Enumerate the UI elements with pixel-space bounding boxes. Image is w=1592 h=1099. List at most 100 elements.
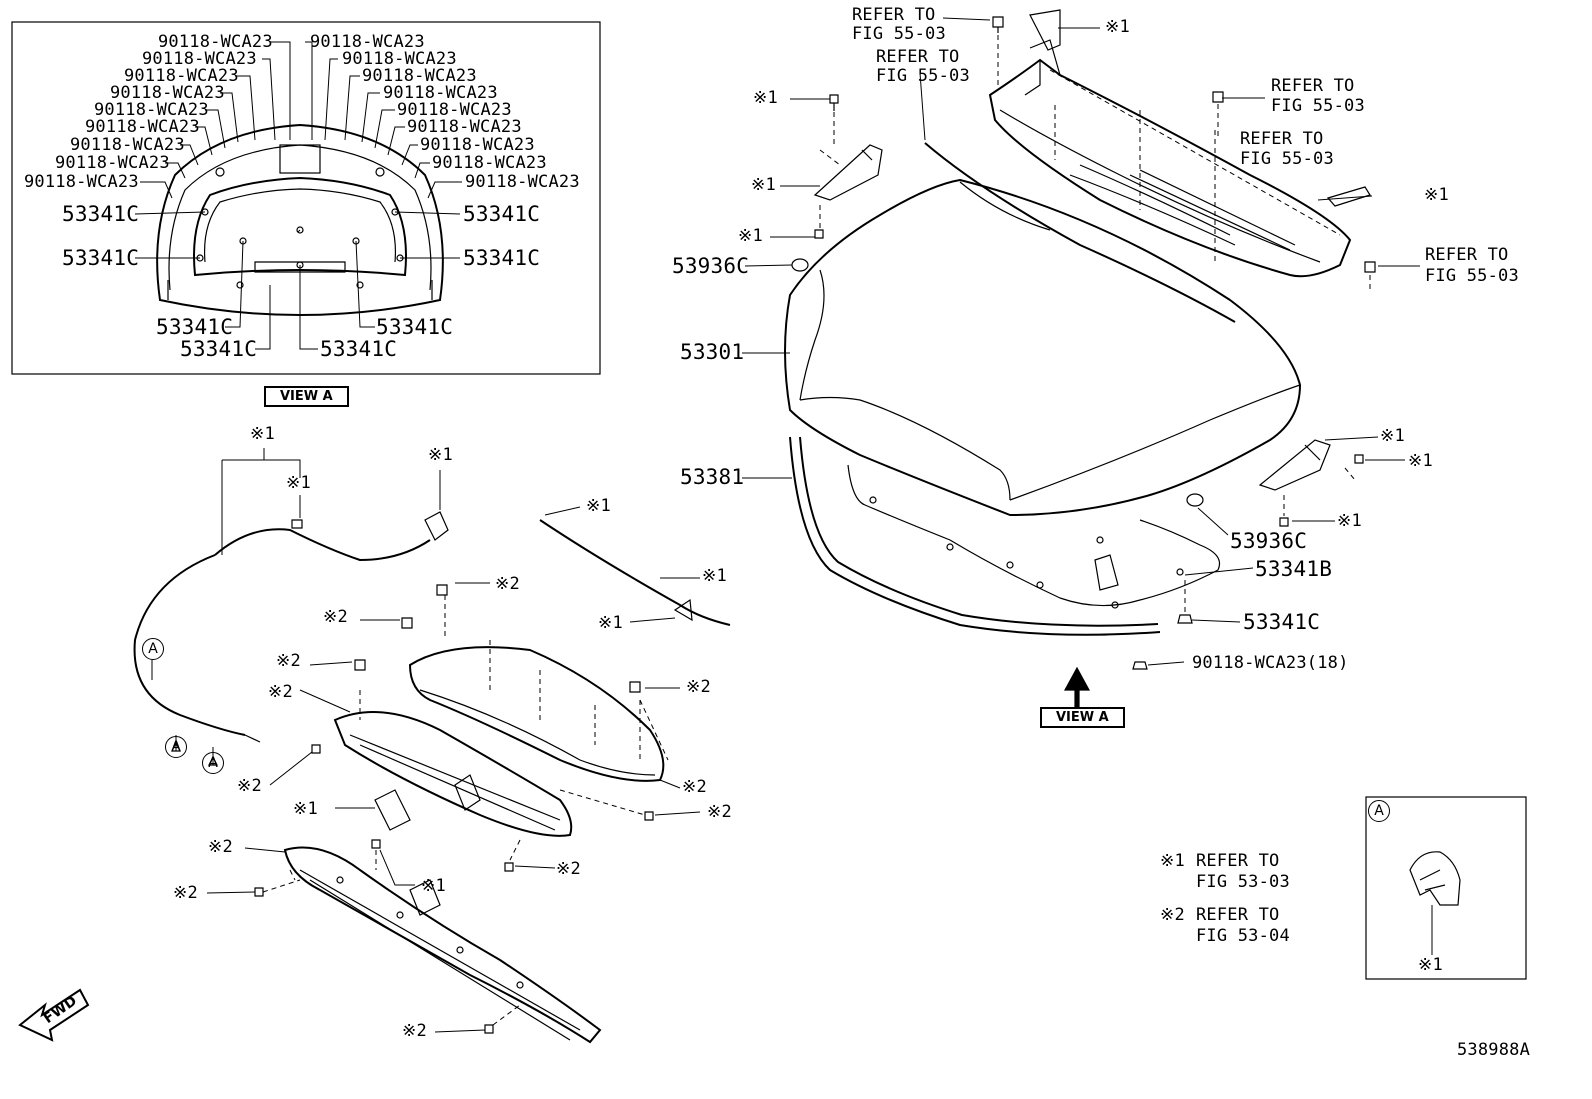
fwd-arrow-icon [18,988,90,1042]
hood-insulator-drawing [847,464,1221,609]
view-a-fastener-label: 90118-WCA23 [432,153,547,173]
refer-label: FIG 55-03 [876,66,970,86]
hood-seal-drawing [789,142,1236,636]
note-mark: ※1 [751,175,776,195]
view-a-leader-lines [134,41,462,350]
note-mark: ※1 [293,799,318,819]
hood-release-cable-drawing [133,448,449,766]
refer-label: REFER TO [852,5,936,25]
note-mark: ※1 [738,226,763,246]
note-mark: ※1 [1380,426,1405,446]
refer-label: REFER TO [1425,245,1509,265]
note-mark: ※1 [586,496,611,516]
figure-id: 538988A [1457,1040,1531,1060]
view-a-fastener-label: 90118-WCA23 [310,32,425,52]
view-a-cushion-label: 53341C [463,246,541,270]
view-a-cushion-label: 53341C [156,315,234,339]
legend-text: REFER TO [1196,905,1280,925]
refer-label: REFER TO [1271,76,1355,96]
note-mark: ※1 [1424,185,1449,205]
view-a-fastener-label: 90118-WCA23 [55,153,170,173]
note-mark: ※1 [421,876,446,896]
refer-label: FIG 55-03 [1271,96,1365,116]
detail-a-marker: A [142,638,164,660]
hood-leader-lines [742,264,1254,666]
refer-label: REFER TO [1240,129,1324,149]
detail-a-marker: A [165,736,187,758]
cowl-panel-drawing [988,9,1371,278]
hood-cushion-label: 53936C [1230,529,1308,553]
view-a-fastener-label: 90118-WCA23 [70,135,185,155]
hood-support-rod-drawing [539,506,731,626]
note-mark: ※2 [495,574,520,594]
view-a-cushion-label: 53341C [463,202,541,226]
cowl-fasteners [919,16,1420,290]
hood-cushion-label: 53936C [672,254,750,278]
view-a-cushion-label: 53341C [376,315,454,339]
view-a-callout: VIEW A [1040,707,1125,728]
hood-insulator-label: 53341B [1255,557,1333,581]
note-mark: ※2 [707,802,732,822]
note-mark: ※1 [753,88,778,108]
view-a-fastener-label: 90118-WCA23 [24,172,139,192]
radiator-support-cover-drawing [309,582,680,782]
view-a-fastener-label: 90118-WCA23 [420,135,535,155]
legend-text: REFER TO [1196,851,1280,871]
view-a-fastener-label: 90118-WCA23 [362,66,477,86]
note-mark: ※2 [682,777,707,797]
refer-label: FIG 55-03 [1240,149,1334,169]
detail-a-box [1365,796,1527,980]
view-a-hood-inner-panel [156,123,444,316]
legend-mark: ※1 [1160,851,1185,871]
hood-seal-part-label: 53381 [680,465,745,489]
note-mark: ※2 [237,776,262,796]
detail-a-marker: A [202,752,224,774]
note-mark: ※2 [402,1021,427,1041]
view-a-cushion-label: 53341C [180,337,258,361]
view-a-fastener-label: 90118-WCA23 [407,117,522,137]
view-a-fastener-label: 90118-WCA23 [142,49,257,69]
note-mark: ※2 [208,837,233,857]
note-mark: ※2 [323,607,348,627]
hood-small-parts [791,258,1204,709]
hood-lock-support-drawing [269,689,701,872]
note-mark: ※1 [1337,511,1362,531]
refer-label: FIG 55-03 [852,24,946,44]
view-a-fastener-label: 90118-WCA23 [342,49,457,69]
refer-label: REFER TO [876,47,960,67]
note-mark: ※2 [268,682,293,702]
view-a-title: VIEW A [264,386,349,407]
note-mark: ※2 [173,883,198,903]
view-a-fastener-label: 90118-WCA23 [124,66,239,86]
detail-a-marker: A [1368,800,1390,822]
note-mark: ※1 [1105,17,1130,37]
note-mark: ※2 [276,651,301,671]
legend-mark: ※2 [1160,905,1185,925]
note-mark: ※2 [686,677,711,697]
note-mark: ※1 [286,473,311,493]
hood-panel-drawing [784,178,1302,517]
view-a-frame [11,21,601,375]
legend-text: FIG 53-04 [1196,926,1290,946]
view-a-fastener-label: 90118-WCA23 [383,83,498,103]
hood-insulator-clip-label: 53341C [1243,610,1321,634]
view-a-fastener-label: 90118-WCA23 [397,100,512,120]
front-crossmember-drawing [206,839,602,1044]
note-mark: ※1 [1418,955,1443,975]
view-a-cushion-label: 53341C [62,246,140,270]
right-hood-hinge-drawing [1258,436,1405,527]
note-mark: ※1 [250,424,275,444]
note-mark: ※2 [556,859,581,879]
hood-part-label: 53301 [680,340,745,364]
view-a-fastener-label: 90118-WCA23 [110,83,225,103]
legend-text: FIG 53-03 [1196,872,1290,892]
view-a-fastener-label: 90118-WCA23 [85,117,200,137]
view-a-cushion-label: 53341C [320,337,398,361]
view-a-fastener-label: 90118-WCA23 [158,32,273,52]
note-mark: ※1 [1408,451,1433,471]
note-mark: ※1 [428,445,453,465]
left-hood-hinge-drawing [770,94,883,239]
view-a-cushion-label: 53341C [62,202,140,226]
